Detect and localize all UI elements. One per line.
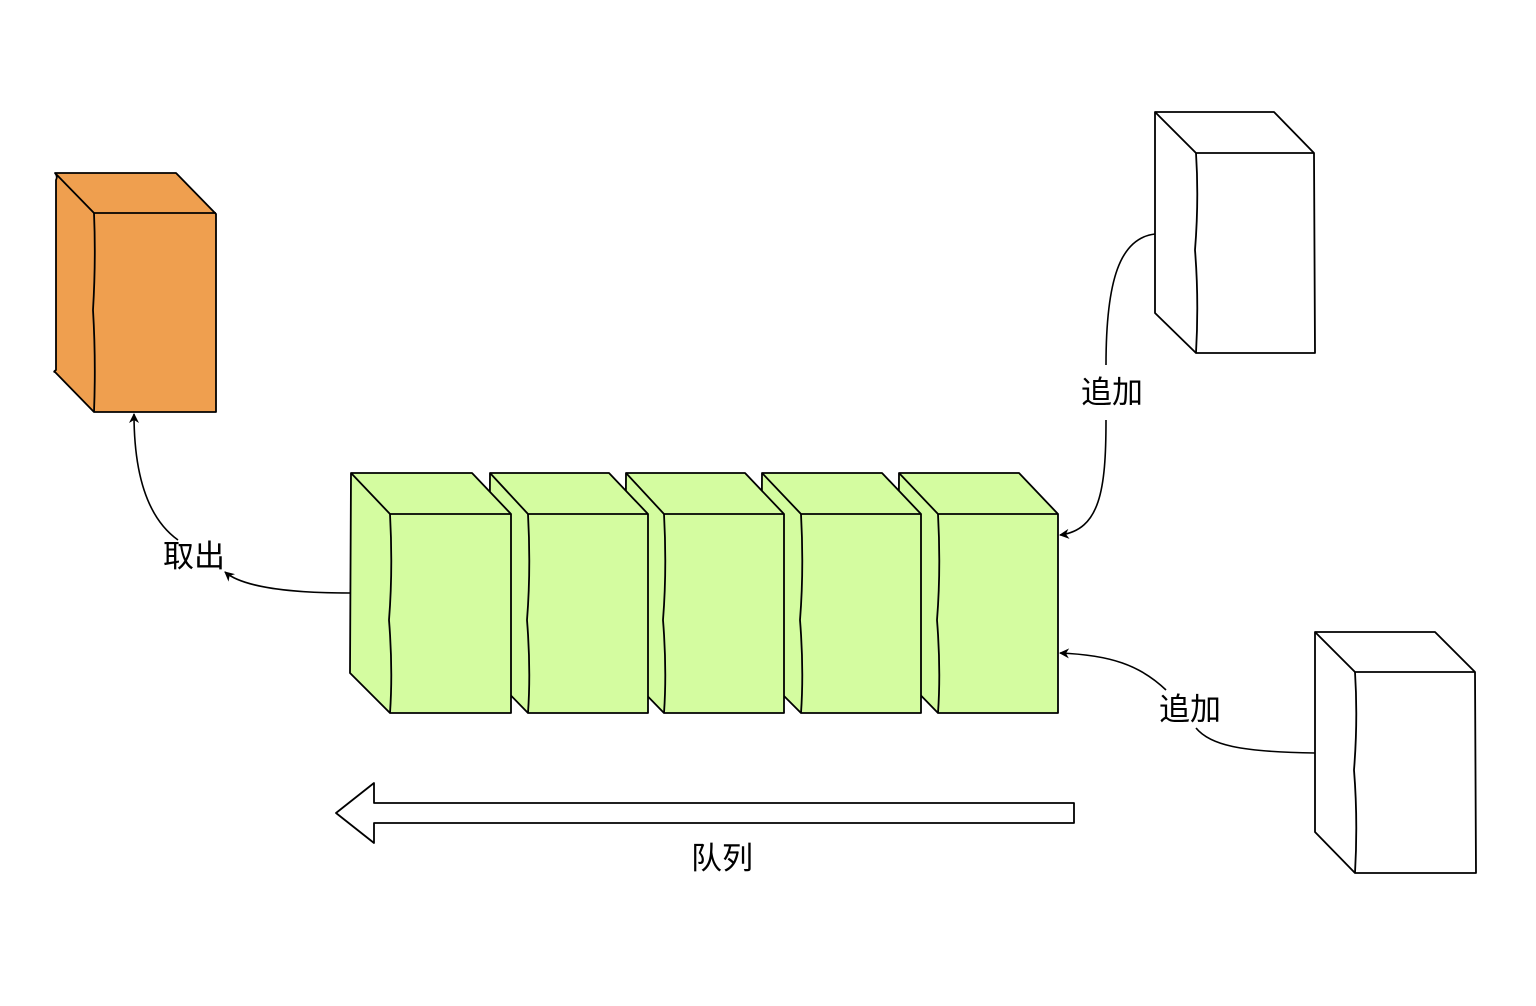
append-top-edge-lower: [1059, 419, 1107, 539]
append-top-edge-upper: [1105, 233, 1156, 366]
queue-box-5: [897, 472, 1059, 714]
append-top-label: 追加: [1081, 375, 1143, 411]
queue-box-1: [349, 472, 512, 714]
append-bottom-label: 追加: [1159, 692, 1221, 728]
incoming-box-top: [1154, 111, 1316, 354]
take-out-edge: [224, 571, 351, 594]
take-out-label: 取出: [163, 539, 225, 575]
append-bottom-edge-lower: [1059, 648, 1167, 691]
queue-box-3: [624, 472, 785, 714]
removed-box: [53, 172, 217, 413]
incoming-box-bottom: [1314, 631, 1477, 874]
queue-box-4: [760, 472, 922, 714]
queue-label: 队列: [691, 841, 753, 877]
queue-box-2: [488, 472, 649, 714]
append-bottom-edge-upper: [1195, 727, 1316, 754]
queue-direction-arrow: [335, 782, 1075, 844]
take-out-edge-upper: [129, 413, 179, 541]
